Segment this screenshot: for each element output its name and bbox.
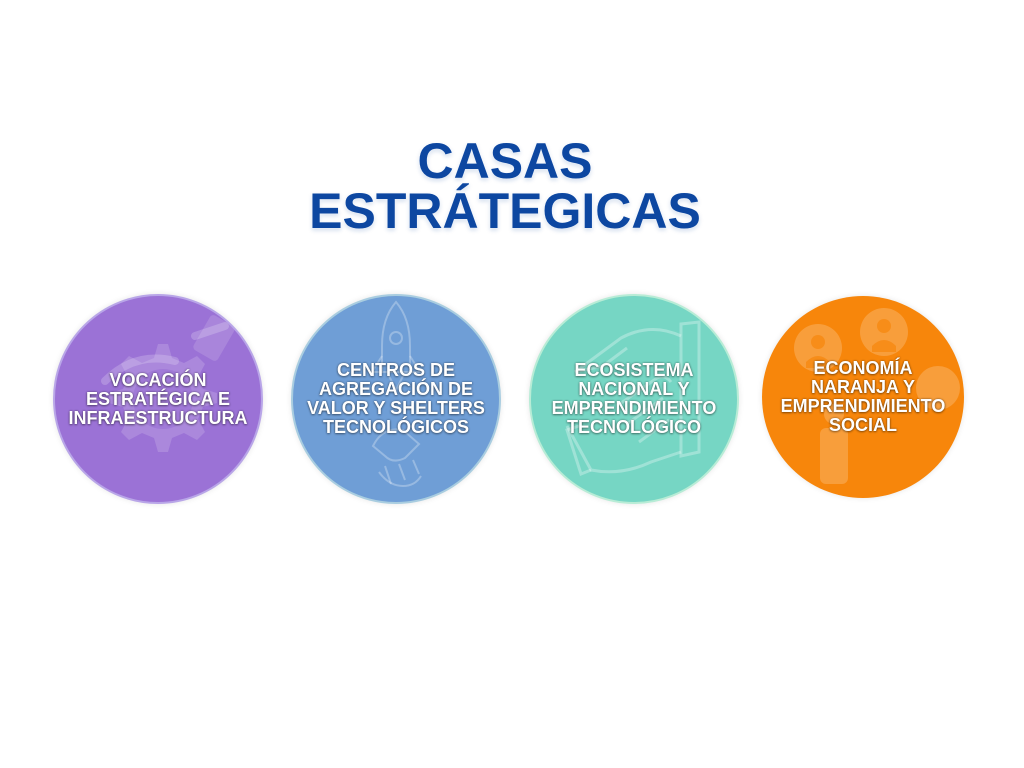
circle-economia-naranja: ECONOMÍA NARANJA Y EMPRENDIMIENTO SOCIAL [762, 296, 964, 498]
rocket-handshake-icon [370, 300, 422, 488]
circle-label: ECONOMÍA NARANJA Y EMPRENDIMIENTO SOCIAL [780, 358, 946, 435]
circle-ecosistema-nacional: ECOSISTEMA NACIONAL Y EMPRENDIMIENTO TEC… [529, 294, 739, 504]
circle-centros-agregacion: CENTROS DE AGREGACIÓN DE VALOR Y SHELTER… [291, 294, 501, 504]
gear-hand-icon [101, 315, 235, 452]
circle-label: VOCACIÓN ESTRATÉGICA E INFRAESTRUCTURA [68, 369, 248, 428]
circle-vocacion-estrategica: VOCACIÓN ESTRATÉGICA E INFRAESTRUCTURA [53, 294, 263, 504]
title-line-1: CASAS [417, 133, 593, 189]
circle-label: ECOSISTEMA NACIONAL Y EMPRENDIMIENTO TEC… [551, 360, 717, 437]
page-title: CASAS ESTRÁTEGICAS [0, 136, 1010, 236]
people-icon [794, 308, 960, 484]
handshake-icon [565, 320, 701, 476]
circle-label: CENTROS DE AGREGACIÓN DE VALOR Y SHELTER… [307, 360, 485, 437]
title-line-2: ESTRÁTEGICAS [309, 183, 701, 239]
